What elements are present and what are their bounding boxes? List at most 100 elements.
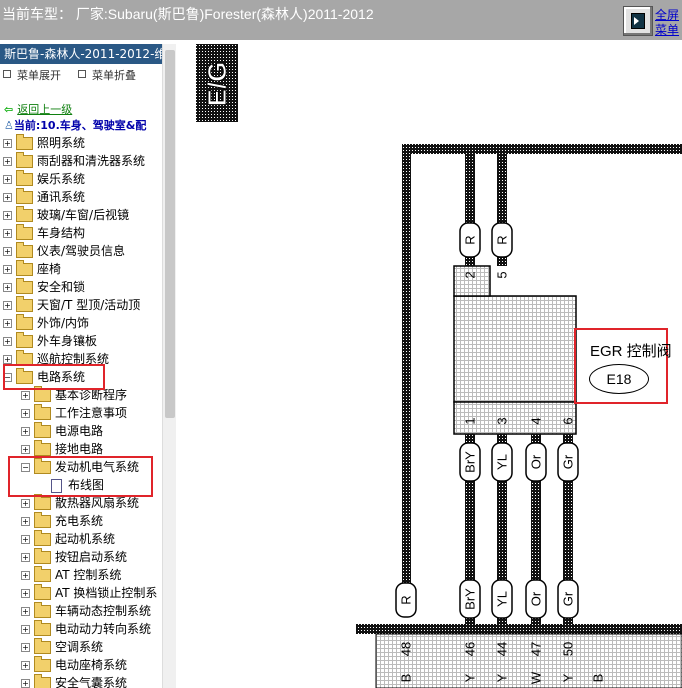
menu-item[interactable]: +车辆动态控制系统 xyxy=(21,602,151,620)
folder-icon xyxy=(34,548,51,564)
menu-item-label: 外饰/内饰 xyxy=(37,316,90,330)
menu-item[interactable]: +安全和锁 xyxy=(3,278,85,296)
expand-toggle-icon[interactable]: + xyxy=(3,283,12,292)
expand-toggle-icon[interactable]: + xyxy=(21,589,30,598)
folder-icon xyxy=(34,458,51,474)
expand-toggle-icon[interactable]: + xyxy=(3,319,12,328)
menu-item[interactable]: +起动机系统 xyxy=(21,530,115,548)
menu-item[interactable]: +通讯系统 xyxy=(3,188,85,206)
menu-item[interactable]: +安全气囊系统 xyxy=(21,674,127,688)
menu-item[interactable]: +充电系统 xyxy=(21,512,103,530)
expand-toggle-icon[interactable]: + xyxy=(21,625,30,634)
wiring-diagram-canvas: E/G R2R51BrYBrY463YLYL444OrOr476GrGr50R4… xyxy=(196,44,682,688)
expand-toggle-icon[interactable]: + xyxy=(3,247,12,256)
menu-item[interactable]: + 玻璃/车窗/后视镜 xyxy=(3,206,129,224)
menu-expand-label: 菜单展开 xyxy=(17,69,61,82)
menu-item[interactable]: +AT 控制系统 xyxy=(21,566,121,584)
menu-item[interactable]: +车身结构 xyxy=(3,224,85,242)
highlight-box-engine-electrical xyxy=(8,456,153,497)
expand-toggle-icon[interactable]: + xyxy=(21,409,30,418)
menu-item[interactable]: +接地电路 xyxy=(21,440,103,458)
menu-item[interactable]: +照明系统 xyxy=(3,134,85,152)
menu-collapse-button[interactable]: 菜单折叠 xyxy=(78,67,136,83)
menu-expand-button[interactable]: 菜单展开 xyxy=(3,67,61,83)
expand-toggle-icon[interactable]: + xyxy=(3,193,12,202)
top-wire-color-tag xyxy=(459,222,481,258)
expand-toggle-icon[interactable]: + xyxy=(3,175,12,184)
menu-item[interactable]: +巡航控制系统 xyxy=(3,350,109,368)
menu-item-label: AT 换档锁止控制系 xyxy=(55,586,158,600)
bottom-pin-number: 6 xyxy=(561,417,576,424)
fullscreen-icon[interactable] xyxy=(623,6,653,36)
expand-toggle-icon[interactable]: + xyxy=(3,139,12,148)
expand-toggle-icon[interactable]: + xyxy=(21,517,30,526)
expand-toggle-icon[interactable]: + xyxy=(3,157,12,166)
expand-toggle-icon[interactable]: + xyxy=(3,337,12,346)
expand-toggle-icon[interactable]: + xyxy=(21,679,30,688)
expand-toggle-icon[interactable]: + xyxy=(21,427,30,436)
menu-item[interactable]: +工作注意事项 xyxy=(21,404,127,422)
expand-toggle-icon[interactable]: + xyxy=(21,553,30,562)
expand-toggle-icon[interactable]: + xyxy=(21,391,30,400)
menu-item-label: 电动动力转向系统 xyxy=(55,622,152,636)
menu-item-label: 仪表/驾驶员信息 xyxy=(37,244,126,258)
expand-toggle-icon[interactable]: + xyxy=(3,265,12,274)
menu-item[interactable]: −电路系统 xyxy=(3,368,85,386)
expand-toggle-icon[interactable]: + xyxy=(21,661,30,670)
menu-item-label: 雨刮器和清洗器系统 xyxy=(37,154,146,168)
folder-icon xyxy=(34,404,51,420)
menu-item[interactable]: 布线图 xyxy=(39,476,104,494)
document-icon xyxy=(51,478,62,493)
left-wire-color: R xyxy=(399,595,414,604)
vehicle-info: 当前车型： 厂家:Subaru(斯巴鲁)Forester(森林人)2011-20… xyxy=(2,6,374,22)
expand-toggle-icon[interactable]: + xyxy=(21,643,30,652)
fullscreen-link[interactable]: 全屏 xyxy=(655,8,680,22)
menu-item-label: 按钮启动系统 xyxy=(55,550,128,564)
expand-toggle-icon[interactable]: + xyxy=(21,535,30,544)
expand-toggle-icon[interactable]: + xyxy=(3,211,12,220)
scroll-thumb[interactable] xyxy=(165,50,175,418)
expand-toggle-icon[interactable]: + xyxy=(3,355,12,364)
folder-icon xyxy=(16,170,33,186)
expand-toggle-icon[interactable]: + xyxy=(3,229,12,238)
menu-item-label: 布线图 xyxy=(68,478,105,492)
expand-toggle-icon[interactable]: + xyxy=(21,499,30,508)
back-arrow-icon: ⇦ xyxy=(4,103,14,116)
highlight-box-component xyxy=(574,328,668,404)
ecm-terminal-number: 50 xyxy=(561,642,576,656)
menu-item[interactable]: + 电动动力转向系统 xyxy=(21,620,151,638)
sidebar-scrollbar[interactable] xyxy=(162,44,176,688)
top-wire-color: R xyxy=(495,235,510,244)
menu-item[interactable]: −发动机电气系统 xyxy=(21,458,139,476)
expand-toggle-icon[interactable]: + xyxy=(21,445,30,454)
component-name: EGR 控制阀 xyxy=(590,343,672,360)
menu-item[interactable]: +天窗/T 型顶/活动顶 xyxy=(3,296,140,314)
menu-item[interactable]: +电源电路 xyxy=(21,422,103,440)
menu-item[interactable]: +娱乐系统 xyxy=(3,170,85,188)
back-link[interactable]: ⇦返回上一级 xyxy=(4,101,72,117)
collapse-toggle-icon[interactable]: − xyxy=(21,463,30,472)
menu-item[interactable]: +外车身镶板 xyxy=(3,332,97,350)
menu-item[interactable]: +空调系统 xyxy=(21,638,103,656)
highlight-box-electrical xyxy=(3,364,105,390)
folder-icon xyxy=(34,440,51,456)
menu-item[interactable]: + 仪表/驾驶员信息 xyxy=(3,242,125,260)
bottom-wire-color: Or xyxy=(529,454,544,469)
folder-icon xyxy=(34,620,51,636)
menu-item[interactable]: + 雨刮器和清洗器系统 xyxy=(3,152,145,170)
menu-item[interactable]: +电动座椅系统 xyxy=(21,656,127,674)
folder-icon xyxy=(16,242,33,258)
menu-item-label: 散热器风扇系统 xyxy=(55,496,140,510)
menu-item[interactable]: + 按钮启动系统 xyxy=(21,548,127,566)
menu-item-label: 玻璃/车窗/后视镜 xyxy=(37,208,130,222)
ecm-wire-color: Or xyxy=(529,591,544,606)
menu-item[interactable]: +座椅 xyxy=(3,260,61,278)
expand-toggle-icon[interactable]: + xyxy=(21,571,30,580)
folder-icon xyxy=(34,566,51,582)
menu-item[interactable]: + AT 换档锁止控制系 xyxy=(21,584,157,602)
expand-toggle-icon[interactable]: + xyxy=(21,607,30,616)
bottom-wire-color: BrY xyxy=(463,451,478,473)
expand-toggle-icon[interactable]: + xyxy=(3,301,12,310)
menu-link[interactable]: 菜单 xyxy=(655,23,680,37)
menu-item[interactable]: + 外饰/内饰 xyxy=(3,314,89,332)
